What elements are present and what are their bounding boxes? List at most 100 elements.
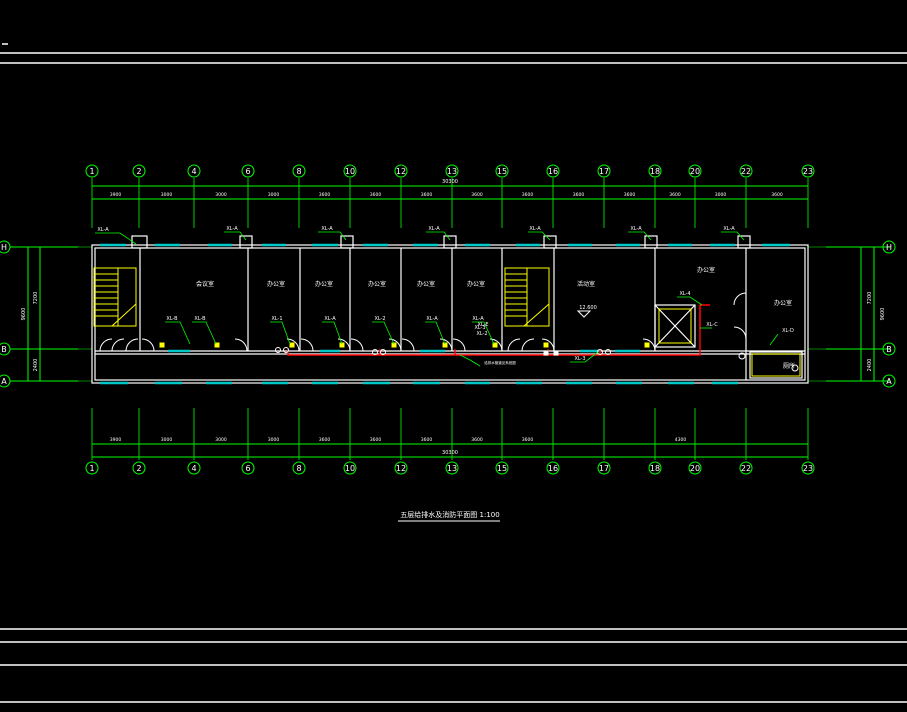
axis-bubble-top	[445, 164, 459, 178]
drawing-title: 五层给排水及消防平面图 1:100	[400, 510, 499, 519]
riser-tag: XL-C	[706, 322, 718, 328]
riser-tag: XL-3	[574, 356, 585, 362]
doors	[99, 292, 747, 352]
axis-bubble-bottom	[187, 461, 201, 475]
dim-top: 3000	[715, 192, 727, 198]
dim-right-upper: 7200	[867, 292, 873, 305]
axis-bubble-top	[132, 164, 146, 178]
axis-label-bottom: 12	[396, 464, 406, 473]
axis-bubble-top	[597, 164, 611, 178]
room-label: 办公室	[368, 280, 386, 288]
axis-label-bottom: 6	[245, 464, 250, 473]
riser-tag-top: XL-A	[321, 226, 333, 232]
riser-tag: XL-E	[477, 322, 488, 328]
dimension-text: 3900 3000 3000 3000 3600 3600 3600 3600 3600 3600…	[21, 179, 886, 456]
axis-label-bottom: 2	[136, 464, 141, 473]
axis-bubble-bottom	[445, 461, 459, 475]
room-label: 活动室	[577, 280, 595, 288]
room-label: 办公室	[467, 280, 485, 288]
dim-bottom: 3600	[471, 437, 483, 443]
riser-tag: XL-A	[426, 316, 438, 322]
axis-bubble-top	[241, 164, 255, 178]
room-label: 办公室	[417, 280, 435, 288]
axis-bubble-top	[801, 164, 815, 178]
room-label: 办公室	[267, 280, 285, 288]
axis-bubble-bottom	[495, 461, 509, 475]
windows	[100, 243, 790, 385]
riser-tag: XL-D	[782, 328, 794, 334]
dim-bottom: 3000	[268, 437, 280, 443]
dim-top: 3000	[268, 192, 280, 198]
dim-top: 3600	[471, 192, 483, 198]
axis-label-top: 16	[548, 167, 558, 176]
dim-top: 3000	[161, 192, 173, 198]
riser-tag-top: XL-A	[226, 226, 238, 232]
axis-label-side: H	[1, 243, 7, 252]
axis-label-top: 10	[345, 167, 355, 176]
dim-bottom: 3000	[161, 437, 173, 443]
dim-top: 3600	[669, 192, 681, 198]
axis-label-side: B	[1, 345, 7, 354]
axis-label-top: 6	[245, 167, 250, 176]
drawing-frame	[0, 43, 907, 703]
axis-bubble-top	[85, 164, 99, 178]
axis-label-top: 8	[296, 167, 301, 176]
axis-bubble-top	[688, 164, 702, 178]
axis-label-bottom: 22	[741, 464, 751, 473]
axis-bubble-top	[187, 164, 201, 178]
dim-bottom: 3600	[421, 437, 433, 443]
dim-top: 3600	[624, 192, 636, 198]
axis-label-bottom: 18	[650, 464, 660, 473]
dimension-lines	[10, 185, 890, 458]
axis-label-top: 13	[447, 167, 457, 176]
axis-label-bottom: 23	[803, 464, 813, 473]
axis-label-side: A	[886, 377, 892, 386]
elevation-label: 12.600	[579, 305, 597, 311]
axis-bubble-top	[739, 164, 753, 178]
building-walls	[91, 235, 809, 384]
dim-right-lower: 2400	[867, 359, 873, 372]
axis-label-top: 4	[191, 167, 196, 176]
riser-tag: XL-3	[474, 325, 485, 331]
riser-tag: XL-B	[194, 316, 206, 322]
axis-label-side: B	[886, 345, 892, 354]
dim-top: 3900	[110, 192, 122, 198]
axis-label-bottom: 16	[548, 464, 558, 473]
axis-bubble-top	[394, 164, 408, 178]
axis-bubble-bottom	[648, 461, 662, 475]
axis-bubble-bottom	[241, 461, 255, 475]
dim-top: 3600	[522, 192, 534, 198]
axis-bubble-top	[648, 164, 662, 178]
axis-label-bottom: 8	[296, 464, 301, 473]
axis-label-bottom: 17	[599, 464, 609, 473]
axis-bubble-bottom	[132, 461, 146, 475]
leader-lines	[95, 231, 779, 367]
axis-label-side: A	[1, 377, 7, 386]
riser-tag: XL-A	[324, 316, 336, 322]
dim-total-bottom: 30300	[442, 450, 458, 456]
axis-label-bottom: 20	[690, 464, 700, 473]
dim-left-lower: 2400	[33, 359, 39, 372]
dim-top: 3600	[771, 192, 783, 198]
dim-top: 3600	[421, 192, 433, 198]
axis-label-top: 1	[89, 167, 94, 176]
riser-tag: XL-2	[476, 331, 487, 337]
axis-bubble-top	[343, 164, 357, 178]
axis-label-bottom: 13	[447, 464, 457, 473]
axis-label-top: 15	[497, 167, 507, 176]
riser-tag: XL-4	[679, 291, 690, 297]
stair-left	[93, 267, 137, 327]
dim-bottom: 3600	[370, 437, 382, 443]
axis-bubble-bottom	[597, 461, 611, 475]
axis-label-bottom: 15	[497, 464, 507, 473]
axis-label-bottom: 4	[191, 464, 196, 473]
dim-left-total: 9600	[21, 308, 27, 321]
stair-right	[504, 267, 801, 377]
axis-bubble-bottom	[546, 461, 560, 475]
dim-total-top: 30300	[442, 179, 458, 185]
axis-bubble-top	[546, 164, 560, 178]
riser-tag-top: XL-A	[428, 226, 440, 232]
dim-bottom: 3900	[110, 437, 122, 443]
room-label: 厕所	[783, 362, 795, 370]
